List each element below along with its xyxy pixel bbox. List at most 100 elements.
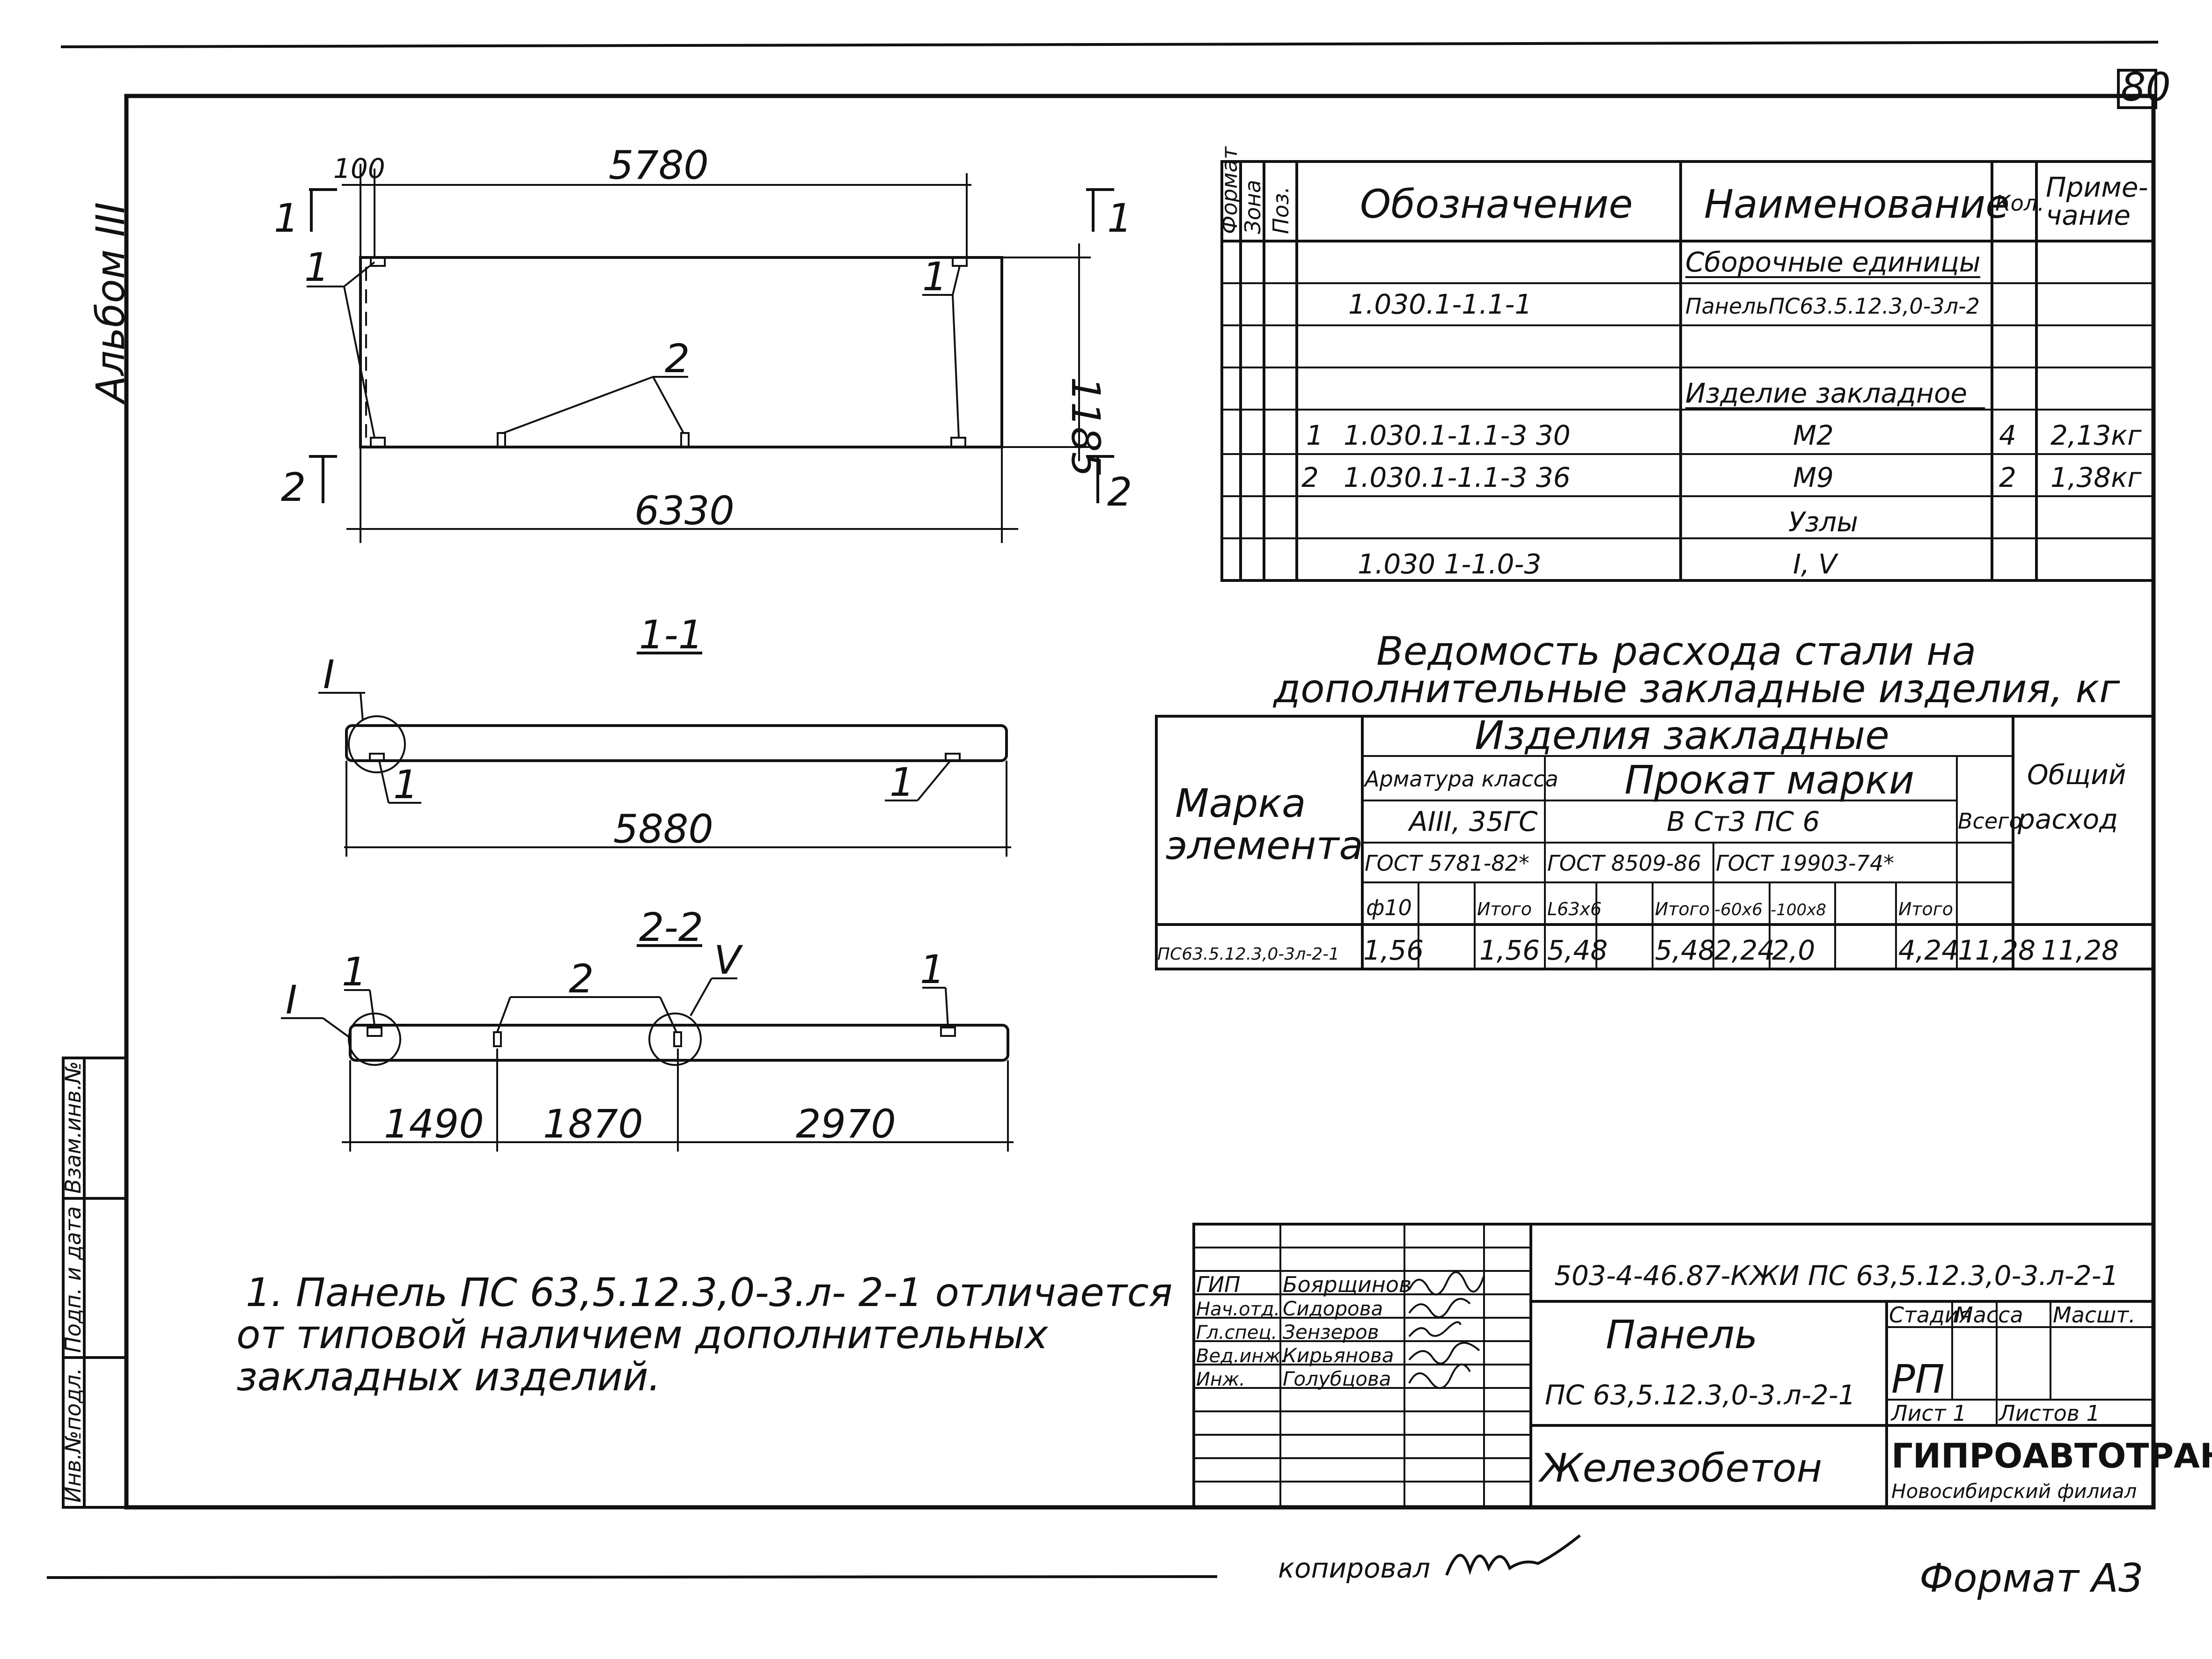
tb-title-2: ПС 63,5.12.3,0-3.л-2-1	[1545, 1379, 1856, 1411]
tb-org-2: Новосибирский филиал	[1891, 1480, 2137, 1503]
steel-h-rolled-grade: В Ст3 ПС 6	[1667, 806, 1820, 837]
steel-sub-9: Итого	[1898, 899, 1953, 919]
section-2-dim-1: 1490	[384, 1101, 484, 1147]
bottom-trim-line	[46, 1575, 1218, 1579]
dim-top: 5780	[609, 142, 709, 188]
spec-h-note-1: Приме-	[2046, 171, 2148, 203]
section-1-1: 1-1 I 1 1 5880	[318, 612, 1011, 857]
section-1-callout-right: 1	[889, 759, 914, 805]
section-2-slab	[349, 1024, 1009, 1062]
section-1-slab	[345, 724, 1008, 762]
steel-sub-2: Итого	[1477, 899, 1532, 919]
steel-h-total: Всего	[1958, 808, 2022, 834]
section-mark-2-left: 2	[281, 464, 306, 510]
spec-h-designation: Обозначение	[1360, 181, 1633, 227]
spec-r5-qty: 2	[1999, 462, 2016, 493]
tb-name-1: Сидорова	[1283, 1297, 1383, 1320]
spec-r4-qty: 4	[1999, 419, 2016, 451]
steel-h-overall-2: расход	[2017, 803, 2118, 835]
stamp-replace-inv: Взам.инв.№	[60, 1061, 86, 1194]
tb-role-1: Нач.отд.	[1196, 1299, 1280, 1320]
section-2-title: 2-2	[639, 904, 703, 950]
tb-name-3: Кирьянова	[1283, 1344, 1394, 1367]
spec-h-qty: Кол.	[1995, 191, 2044, 216]
steel-h-overall-1: Общий	[2027, 759, 2126, 791]
section-1-node-mark: I	[323, 652, 335, 697]
steel-h-rebar-grade: АIII, 35ГС	[1407, 806, 1538, 837]
tb-h-scale: Масшт.	[2053, 1302, 2136, 1328]
steel-row-f10: 1,56	[1363, 934, 1424, 966]
steel-row-overall: 11,28	[2041, 934, 2119, 966]
spec-r7-name: I, V	[1793, 548, 1839, 580]
section-mark-2-right: 2	[1107, 469, 1132, 515]
steel-h-rolled: Прокат марки	[1624, 757, 1914, 803]
tb-stage: РП	[1891, 1356, 1945, 1402]
spec-r6-name: Узлы	[1788, 506, 1858, 538]
tb-role-0: ГИП	[1196, 1272, 1241, 1297]
section-2-node-mark-mid: V	[714, 937, 743, 983]
dim-top-small: 100	[333, 153, 385, 184]
tb-role-2: Гл.спец.	[1196, 1322, 1277, 1343]
steel-row-mark: ПС63.5.12.3,0-3л-2-1	[1157, 945, 1339, 964]
album-label: Альбом III	[88, 202, 133, 405]
section-2-dim-3: 2970	[796, 1101, 896, 1147]
tb-role-3: Вед.инж.	[1196, 1345, 1286, 1367]
section-1-dim: 5880	[613, 806, 713, 852]
spec-r4-name: М2	[1793, 419, 1834, 451]
spec-r5-name: М9	[1793, 462, 1834, 493]
spec-h-name: Наименование	[1704, 181, 2010, 227]
steel-h-gost-1: ГОСТ 5781-82*	[1365, 851, 1529, 876]
tb-name-2: Зензеров	[1283, 1321, 1379, 1343]
steel-h-gost-2: ГОСТ 8509-86	[1547, 851, 1701, 876]
footer-format: Формат А3	[1919, 1555, 2143, 1601]
section-1-callout-left: 1	[393, 762, 418, 807]
plan-callout-1-left: 1	[304, 244, 329, 290]
steel-h-rebar-class: Арматура класса	[1363, 766, 1558, 792]
tb-org-1: ГИПРОАВТОТРАНС	[1891, 1436, 2212, 1475]
steel-sub-5: Итого	[1655, 899, 1710, 919]
title-block: ГИП Боярщинов Нач.отд. Сидорова Гл.спец.…	[1192, 1223, 2212, 1509]
tb-role-4: Инж.	[1196, 1369, 1245, 1390]
tb-material: Железобетон	[1538, 1445, 1822, 1491]
spec-r3-name: Изделие закладное	[1685, 377, 1967, 409]
spec-r4-pos: 1	[1306, 419, 1323, 451]
steel-h-mark-1: Марка	[1175, 780, 1306, 826]
spec-r0-name: Сборочные единицы	[1685, 246, 1981, 278]
spec-h-pos: Поз.	[1268, 186, 1293, 234]
section-2-2: 2-2 I 1 2 V 1 1490 1870 2970	[281, 904, 1014, 1152]
sheet-number: 80	[2121, 64, 2171, 110]
steel-row-plate60: 2,24	[1714, 934, 1775, 966]
stamp-inv-orig: Инв.№подл.	[60, 1368, 86, 1503]
section-2-callout-1a: 1	[342, 949, 367, 995]
steel-sub-3: L63x6	[1547, 899, 1602, 919]
tb-name-0: Боярщинов	[1283, 1272, 1411, 1297]
steel-h-items: Изделия закладные	[1475, 712, 1889, 758]
tb-sheets: Листов 1	[1998, 1401, 2100, 1426]
signatures	[1408, 1271, 1485, 1389]
spec-r5-designation: 1.030.1-1.1-3 36	[1344, 462, 1571, 493]
general-note: 1. Панель ПС 63,5.12.3,0-3.л- 2-1 отлича…	[236, 1270, 1173, 1400]
steel-table: Ведомость расхода стали на дополнительны…	[1155, 628, 2155, 970]
footer: копировал Формат А3	[1278, 1534, 2143, 1601]
stamp-sign-date: Подп. и дата	[60, 1206, 86, 1353]
dim-height: 1185	[1063, 377, 1109, 477]
spec-h-zone: Зона	[1240, 180, 1265, 234]
spec-r1-name: ПанельПС63.5.12.3,0-3л-2	[1685, 294, 1980, 319]
section-2-dim-2: 1870	[543, 1101, 643, 1147]
spec-r1-designation: 1.030.1-1.1-1	[1348, 288, 1532, 320]
plan-callout-1-right: 1	[922, 254, 947, 300]
footer-copied: копировал	[1278, 1552, 1430, 1584]
spec-h-format: Формат	[1217, 146, 1242, 234]
spec-table: Формат Зона Поз. Обозначение Наименовани…	[1217, 146, 2155, 582]
tb-code: 503-4-46.87-КЖИ ПС 63,5.12.3,0-3.л-2-1	[1554, 1260, 2119, 1292]
tb-sheet: Лист 1	[1890, 1401, 1966, 1426]
plan-callout-2: 2	[665, 336, 690, 382]
spec-r7-designation: 1.030 1-1.0-3	[1358, 548, 1541, 580]
spec-r5-note: 1,38кг	[2050, 462, 2142, 493]
tb-h-stage: Стадия	[1889, 1302, 1971, 1328]
steel-title-2: дополнительные закладные изделия, кг	[1272, 666, 2120, 712]
steel-title-1: Ведомость расхода стали на	[1376, 628, 1976, 674]
steel-h-mark-2: элемента	[1166, 822, 1363, 868]
spec-r5-pos: 2	[1301, 462, 1319, 493]
